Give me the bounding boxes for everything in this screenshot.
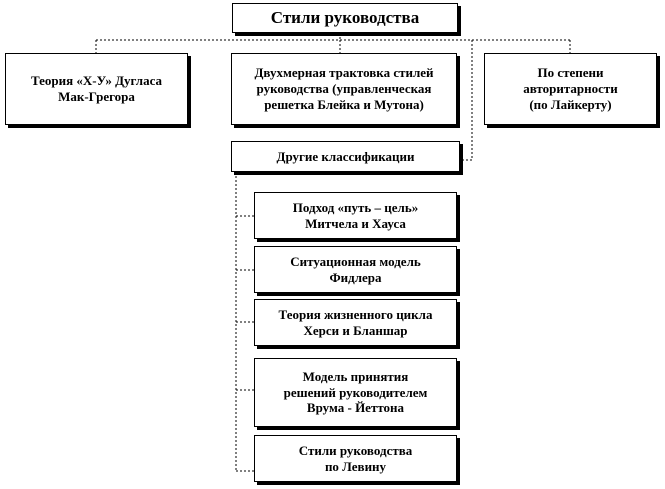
node-other-classifications: Другие классификации [231,141,460,172]
node-fiedler: Ситуационная модель Фидлера [254,246,457,293]
node-hersey-blanchard: Теория жизненного цикла Херси и Бланшар [254,299,457,346]
node-x-y-theory: Теория «Х-У» Дугласа Мак-Грегора [5,53,188,125]
root-node: Стили руководства [232,3,458,33]
node-lewin: Стили руководства по Левину [254,435,457,482]
node-blake-mouton-grid: Двухмерная трактовка стилей руководства … [231,53,457,125]
node-likert: По степени авторитарности (по Лайкерту) [484,53,657,125]
node-vroom-yetton: Модель принятия решений руководителем Вр… [254,358,457,427]
node-path-goal: Подход «путь – цель» Митчела и Хауса [254,192,457,239]
